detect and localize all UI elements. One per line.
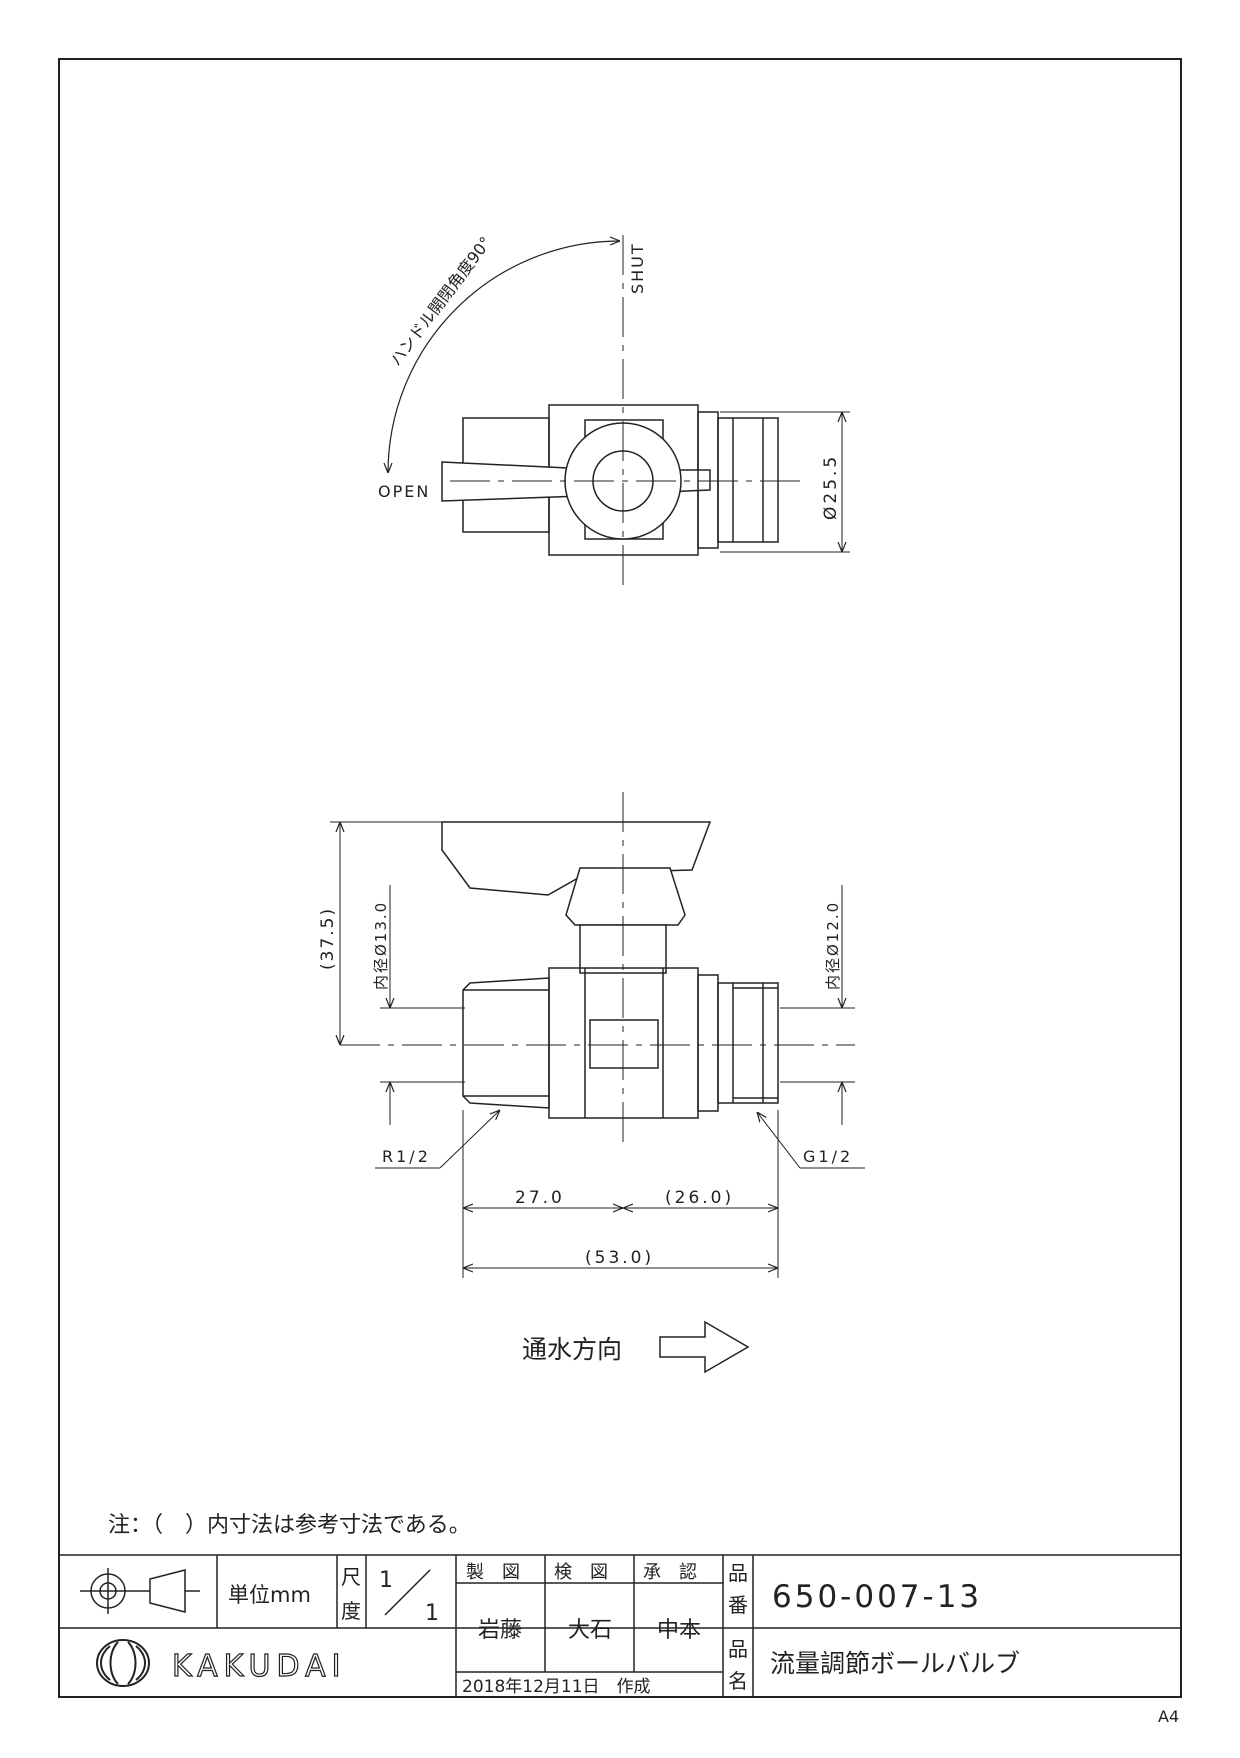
creation-date: 2018年12月11日 作成 xyxy=(462,1677,651,1697)
handle-angle-arc xyxy=(388,241,620,473)
drawn-header: 製 図 xyxy=(466,1562,520,1583)
r-thread-leader xyxy=(439,1110,500,1169)
part-no-label-2: 番 xyxy=(728,1593,748,1617)
drawn-by-name: 岩藤 xyxy=(478,1618,522,1643)
company-name: KAKUDAI xyxy=(172,1649,346,1684)
open-label: OPEN xyxy=(378,482,430,501)
side-view xyxy=(441,821,779,1119)
thread-g-label: G1/2 xyxy=(803,1147,853,1166)
part-name: 流量調節ボールバルブ xyxy=(770,1649,1020,1678)
dim-53-label: (53.0) xyxy=(585,1248,654,1268)
top-union-nut xyxy=(717,417,779,543)
scale-label-2: 度 xyxy=(341,1599,361,1623)
approved-by-name: 中本 xyxy=(657,1618,701,1643)
drawing-border xyxy=(58,58,1182,1698)
flow-arrow-icon xyxy=(659,1320,750,1374)
handle-angle-label: ハンドル開閉角度90° xyxy=(386,233,495,369)
dim-27-label: 27.0 xyxy=(515,1188,565,1208)
dimension-note: 注：（ ）内寸法は参考寸法である。 xyxy=(108,1513,471,1538)
inner-diameter-13-label: 内径Ø13.0 xyxy=(372,901,390,990)
dim-26-label: (26.0) xyxy=(665,1188,734,1208)
side-union-nut xyxy=(717,982,779,1104)
checked-by-name: 大石 xyxy=(568,1618,612,1643)
third-angle-projection-icon xyxy=(80,1568,200,1614)
scale-numerator: 1 xyxy=(379,1568,393,1593)
flow-direction-label: 通水方向 xyxy=(522,1335,622,1364)
checked-header: 検 図 xyxy=(554,1562,608,1583)
title-block xyxy=(59,1554,1181,1697)
sheet-size-label: A4 xyxy=(1158,1707,1179,1726)
thread-r-label: R1/2 xyxy=(382,1147,431,1166)
side-left-thread xyxy=(462,977,550,1109)
scale-label-1: 尺 xyxy=(341,1565,361,1589)
diameter-25-5-label: Ø25.5 xyxy=(821,454,841,520)
inner-diameter-12-label: 内径Ø12.0 xyxy=(824,901,842,990)
unit-label: 単位mm xyxy=(228,1583,311,1607)
part-name-label-2: 名 xyxy=(728,1669,748,1693)
side-handle-cap xyxy=(565,867,686,926)
side-union-ring xyxy=(697,974,719,1112)
kakudai-logo-icon xyxy=(96,1639,150,1687)
part-name-label-1: 品 xyxy=(728,1637,748,1661)
approved-header: 承 認 xyxy=(643,1562,697,1583)
part-number: 650-007-13 xyxy=(772,1579,982,1615)
height-37-5-label: (37.5) xyxy=(318,907,338,970)
side-handle-lever xyxy=(441,821,712,896)
shut-label: SHUT xyxy=(628,242,647,294)
part-no-label-1: 品 xyxy=(728,1561,748,1585)
scale-denominator: 1 xyxy=(425,1601,439,1626)
side-body-window xyxy=(589,1019,659,1069)
